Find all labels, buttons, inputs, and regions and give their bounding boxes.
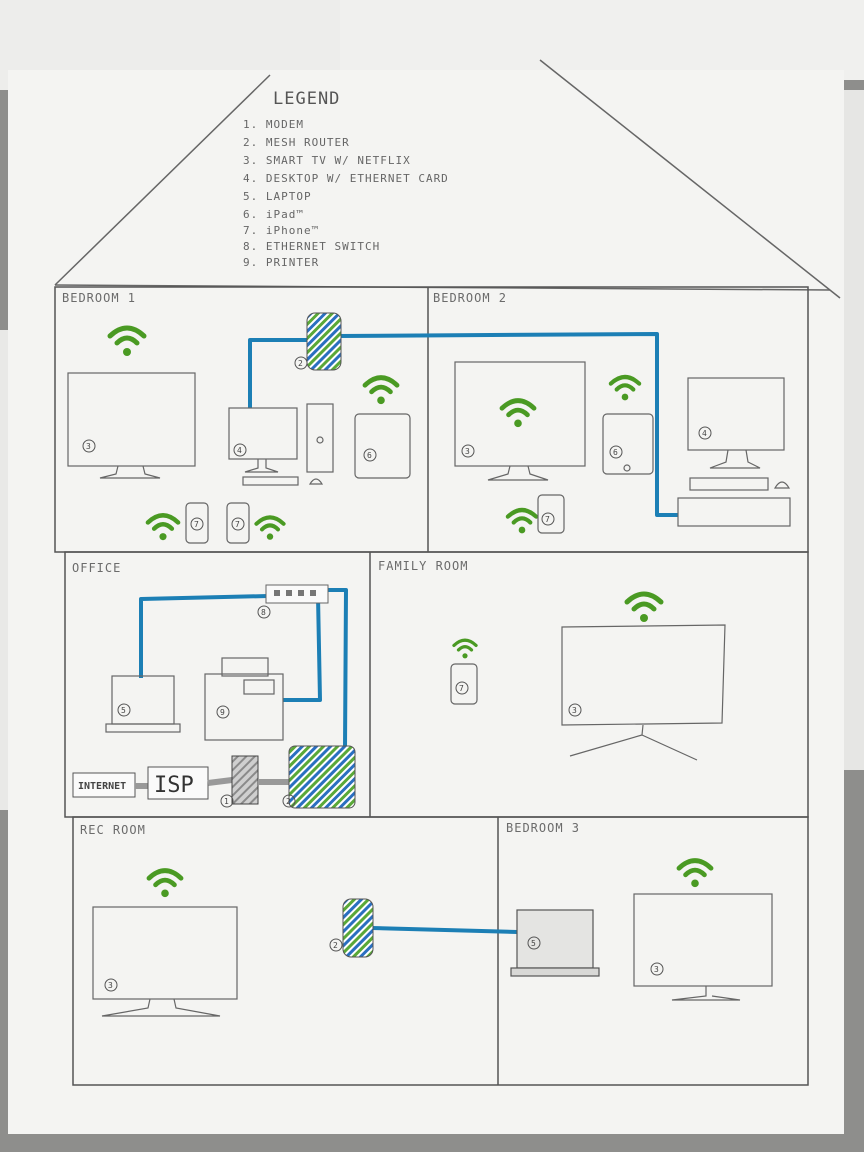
svg-text:5: 5 bbox=[531, 939, 536, 948]
svg-text:8: 8 bbox=[261, 608, 266, 617]
svg-text:3: 3 bbox=[108, 981, 113, 990]
room-label-rec-room: REC ROOM bbox=[80, 823, 146, 837]
room-label-bedroom-2: BEDROOM 2 bbox=[433, 291, 507, 305]
mesh-router bbox=[289, 746, 355, 808]
svg-text:9: 9 bbox=[220, 708, 225, 717]
svg-text:2: 2 bbox=[333, 941, 338, 950]
legend-item-4: 4. DESKTOP W/ ETHERNET CARD bbox=[243, 172, 449, 185]
svg-text:2: 2 bbox=[298, 359, 303, 368]
ethernet-switch bbox=[266, 585, 328, 603]
isp-to-modem-line bbox=[208, 780, 232, 783]
legend-title: LEGEND bbox=[273, 89, 340, 109]
internet-label: INTERNET bbox=[78, 781, 126, 792]
internet-box: INTERNET bbox=[73, 773, 135, 797]
isp-box: ISP bbox=[148, 767, 208, 799]
paper-sheet bbox=[8, 70, 844, 1134]
legend-item-8: 8. ETHERNET SWITCH bbox=[243, 240, 380, 253]
room-label-bedroom-1: BEDROOM 1 bbox=[62, 291, 136, 305]
svg-text:2: 2 bbox=[286, 797, 291, 806]
svg-text:7: 7 bbox=[459, 684, 464, 693]
modem bbox=[232, 756, 258, 804]
svg-text:7: 7 bbox=[545, 515, 550, 524]
room-label-office: OFFICE bbox=[72, 561, 121, 575]
isp-label: ISP bbox=[154, 773, 194, 798]
svg-text:6: 6 bbox=[613, 448, 618, 457]
legend-item-3: 3. SMART TV W/ NETFLIX bbox=[243, 154, 411, 167]
svg-text:3: 3 bbox=[654, 965, 659, 974]
legend-item-7: 7. iPhone™ bbox=[243, 224, 319, 237]
svg-text:3: 3 bbox=[572, 706, 577, 715]
room-label-family-room: FAMILY ROOM bbox=[378, 559, 468, 573]
room-label-bedroom-3: BEDROOM 3 bbox=[506, 821, 580, 835]
svg-text:4: 4 bbox=[702, 429, 707, 438]
legend-item-2: 2. MESH ROUTER bbox=[243, 136, 350, 149]
legend-item-5: 5. LAPTOP bbox=[243, 190, 312, 203]
svg-text:7: 7 bbox=[194, 520, 199, 529]
svg-text:6: 6 bbox=[367, 451, 372, 460]
laptop bbox=[511, 910, 599, 976]
svg-text:4: 4 bbox=[237, 446, 242, 455]
svg-text:7: 7 bbox=[235, 520, 240, 529]
mesh-router bbox=[307, 313, 341, 370]
svg-text:5: 5 bbox=[121, 706, 126, 715]
legend-item-9: 9. PRINTER bbox=[243, 256, 319, 269]
legend-item-1: 1. MODEM bbox=[243, 118, 304, 131]
svg-text:3: 3 bbox=[465, 447, 470, 456]
svg-text:3: 3 bbox=[86, 442, 91, 451]
legend-item-6: 6. iPad™ bbox=[243, 208, 304, 221]
mesh-router bbox=[343, 899, 373, 957]
svg-text:1: 1 bbox=[224, 797, 229, 806]
